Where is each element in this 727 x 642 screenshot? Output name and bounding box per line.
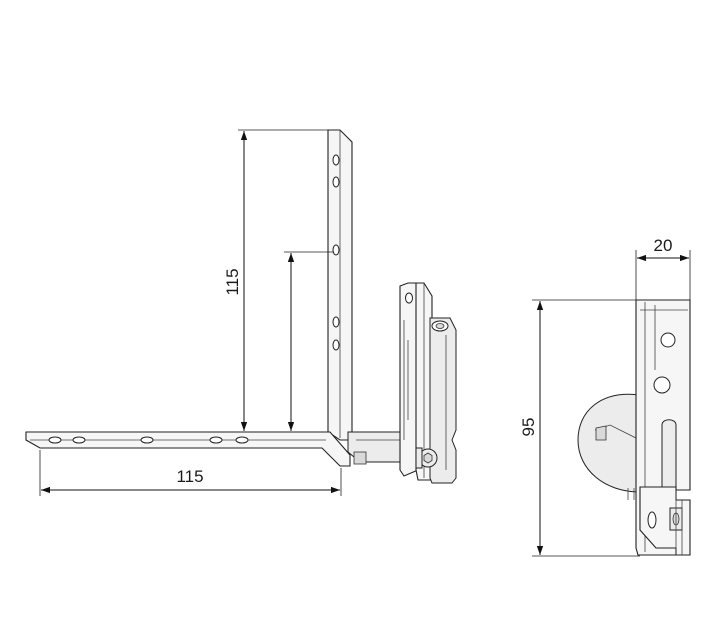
dimension-lines [39,129,691,557]
dimension-label-vertical-115: 115 [223,268,242,295]
dimension-label-horizontal-115: 115 [176,467,203,486]
hinge-side-view [577,299,691,556]
dimension-label-95: 95 [519,418,538,437]
dimension-label-20: 20 [654,236,673,255]
angle-bracket-front-view [25,129,457,484]
